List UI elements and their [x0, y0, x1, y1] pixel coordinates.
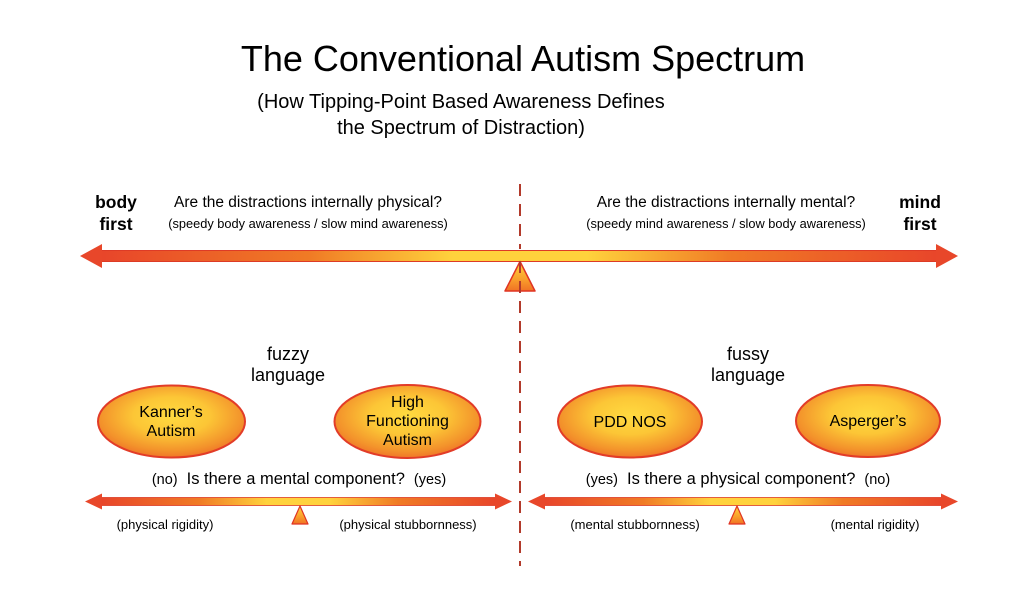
mental-stubbornness-label: (mental stubbornness)	[570, 517, 700, 532]
main-scale-left-arrowhead	[80, 244, 102, 268]
right-scale-left-arrowhead	[528, 493, 545, 510]
physical-component-question: (yes) Is there a physical component? (no…	[557, 470, 919, 489]
bubble-hfa-ellipse	[333, 384, 482, 459]
mental-component-question: (no) Is there a mental component? (yes)	[118, 470, 480, 489]
mind-first-line2: first	[903, 213, 937, 234]
right-distraction-subtext: (speedy mind awareness / slow body aware…	[586, 216, 866, 231]
bubble-aspergers-ellipse	[795, 384, 941, 458]
main-scale-right-arrowhead	[936, 244, 958, 268]
left-distraction-question: Are the distractions internally physical…	[174, 194, 442, 211]
bubble-kanners-ellipse	[97, 384, 246, 459]
fuzzy-language-label: fuzzy language	[216, 344, 360, 386]
fussy-language-line2: language	[710, 365, 786, 385]
mental-component-no-marker: (no)	[151, 472, 178, 488]
physical-component-yes-marker: (yes)	[585, 472, 619, 488]
physical-rigidity-label: (physical rigidity)	[116, 517, 214, 532]
page-subtitle: (How Tipping-Point Based Awareness Defin…	[111, 89, 811, 141]
body-first-line1: body	[95, 192, 137, 212]
mental-rigidity-label: (mental rigidity)	[830, 517, 920, 532]
bubble-kanners-label: Kanner’s Autism	[139, 404, 203, 440]
page-subtitle-line2: the Spectrum of Distraction)	[337, 117, 585, 139]
fuzzy-language-line2: language	[250, 365, 326, 385]
physical-component-no-marker: (no)	[864, 472, 891, 488]
bubble-pdd-nos-label: PDD NOS	[593, 414, 667, 431]
fussy-language-line1: fussy	[726, 344, 769, 364]
left-distraction-subtext: (speedy body awareness / slow mind aware…	[168, 216, 448, 231]
mental-component-yes-marker: (yes)	[413, 472, 447, 488]
mind-first-line1: mind	[899, 192, 941, 212]
bubble-aspergers-label: Asperger’s	[829, 413, 907, 430]
main-scale-beam	[99, 250, 941, 262]
left-scale-left-arrowhead	[85, 493, 102, 510]
left-scale-right-arrowhead	[495, 493, 512, 510]
mind-first-label: mind first	[890, 192, 950, 235]
page-subtitle-line1: (How Tipping-Point Based Awareness Defin…	[257, 91, 665, 113]
right-scale-fulcrum-triangle	[728, 505, 746, 525]
right-scale-beam	[543, 497, 943, 506]
physical-stubbornness-label: (physical stubbornness)	[339, 517, 477, 532]
mental-component-question-text: Is there a mental component?	[186, 470, 405, 488]
bubble-pddnos-ellipse	[557, 384, 703, 459]
fuzzy-language-line1: fuzzy	[266, 344, 309, 364]
page-title: The Conventional Autism Spectrum	[240, 38, 806, 79]
body-first-label: body first	[86, 192, 146, 235]
right-scale-right-arrowhead	[941, 493, 958, 510]
right-distraction-question: Are the distractions internally mental?	[596, 194, 856, 211]
physical-component-question-text: Is there a physical component?	[627, 470, 856, 488]
left-scale-fulcrum-triangle	[291, 505, 309, 525]
bubble-high-functioning-label: High Functioning Autism	[366, 394, 449, 449]
body-first-line2: first	[99, 213, 133, 234]
left-scale-beam	[99, 497, 498, 506]
fussy-language-label: fussy language	[676, 344, 820, 386]
